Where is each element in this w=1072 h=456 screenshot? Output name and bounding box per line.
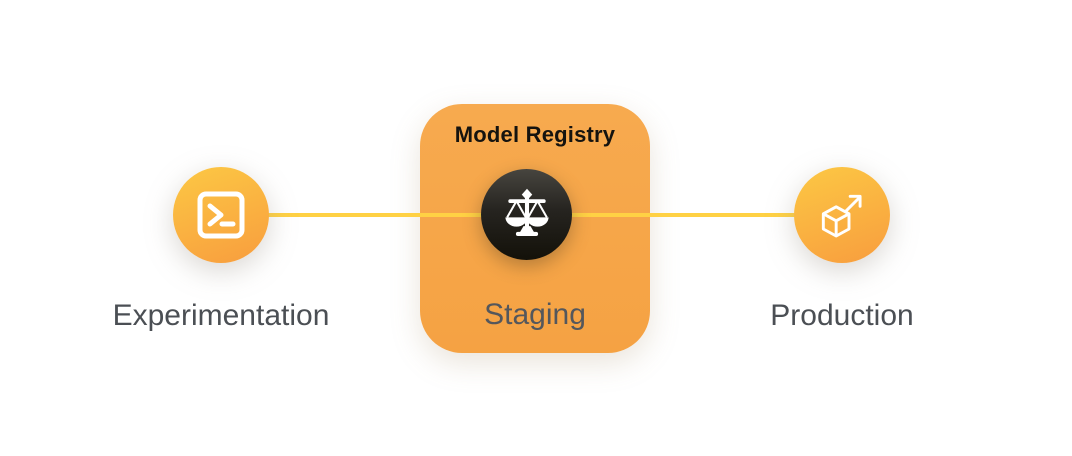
- experimentation-label: Experimentation: [112, 299, 330, 332]
- node-experimentation[interactable]: [173, 167, 269, 263]
- cube-arrow-icon: [814, 187, 870, 243]
- model-registry-title: Model Registry: [454, 122, 616, 147]
- node-staging-badge[interactable]: [481, 169, 572, 260]
- production-label: Production: [770, 299, 914, 332]
- scales-icon: [499, 187, 555, 243]
- terminal-icon: [195, 189, 247, 241]
- node-production[interactable]: [794, 167, 890, 263]
- model-registry-card[interactable]: Model Registry Staging: [420, 104, 650, 353]
- staging-label: Staging: [484, 298, 586, 331]
